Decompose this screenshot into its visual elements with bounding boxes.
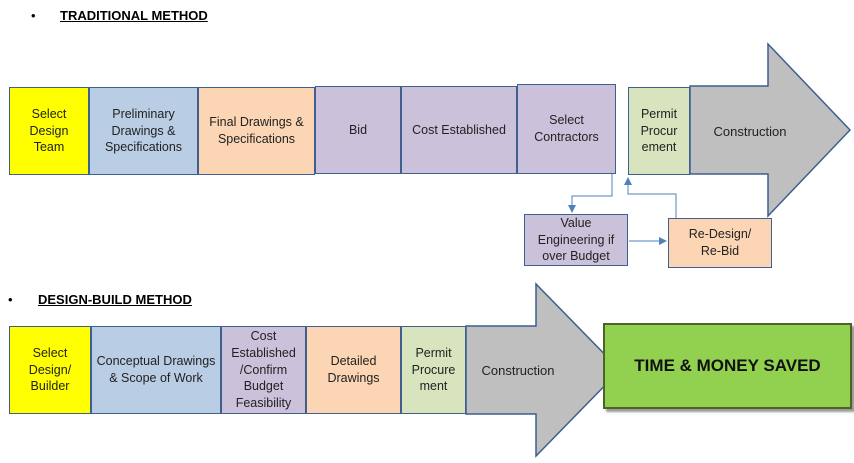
step-permit-procurement: Permit Procure ment xyxy=(401,326,466,414)
step-final-drawings: Final Drawings & Specifications xyxy=(198,87,315,175)
result-label: TIME & MONEY SAVED xyxy=(634,356,821,375)
traditional-construction-label: Construction xyxy=(713,123,787,139)
step-label: Final Drawings & Specifications xyxy=(209,115,304,146)
step-label: Bid xyxy=(348,122,368,137)
step-bid: Bid xyxy=(315,86,401,174)
step-select-design-builder: Select Design/ Builder xyxy=(9,326,91,414)
step-label: Conceptual Drawings & Scope of Work xyxy=(96,354,216,385)
traditional-heading: TRADITIONAL METHOD xyxy=(60,8,208,23)
step-label: Preliminary Drawings & Specifications xyxy=(104,106,183,155)
design-build-construction-arrow xyxy=(465,282,622,458)
step-cost-established-budget: Cost Established /Confirm Budget Feasibi… xyxy=(221,326,306,414)
redesign-label: Re-Design/ Re-Bid xyxy=(688,227,752,258)
step-select-contractors: Select Contractors xyxy=(517,84,616,174)
bullet: • xyxy=(31,8,36,23)
value-engineering-label: Value Engineering if over Budget xyxy=(537,215,615,264)
step-permit-procurement: Permit Procur ement xyxy=(628,87,690,175)
step-label: Detailed Drawings xyxy=(327,354,380,385)
step-preliminary-drawings: Preliminary Drawings & Specifications xyxy=(89,87,198,175)
bullet: • xyxy=(8,292,13,307)
step-label: Permit Procur ement xyxy=(640,106,678,155)
redesign-box: Re-Design/ Re-Bid xyxy=(668,218,772,268)
step-label: Cost Established xyxy=(412,122,506,137)
step-select-design-team: Select Design Team xyxy=(9,87,89,175)
value-engineering-box: Value Engineering if over Budget xyxy=(524,214,628,266)
connector-to-permit xyxy=(624,177,677,218)
step-label: Select Design Team xyxy=(29,106,69,155)
step-label: Select Contractors xyxy=(534,113,599,144)
step-cost-established: Cost Established xyxy=(401,86,517,174)
connector-to-value-engineering xyxy=(568,174,613,213)
step-conceptual-drawings: Conceptual Drawings & Scope of Work xyxy=(91,326,221,414)
traditional-construction-arrow xyxy=(689,42,852,218)
design-build-construction-label: Construction xyxy=(481,362,555,378)
step-label: Permit Procure ment xyxy=(411,345,456,394)
step-label: Select Design/ Builder xyxy=(28,345,72,394)
step-label: Cost Established /Confirm Budget Feasibi… xyxy=(231,328,296,411)
design-build-heading: DESIGN-BUILD METHOD xyxy=(38,292,192,307)
time-money-saved-box: TIME & MONEY SAVED xyxy=(603,323,852,409)
step-detailed-drawings: Detailed Drawings xyxy=(306,326,401,414)
